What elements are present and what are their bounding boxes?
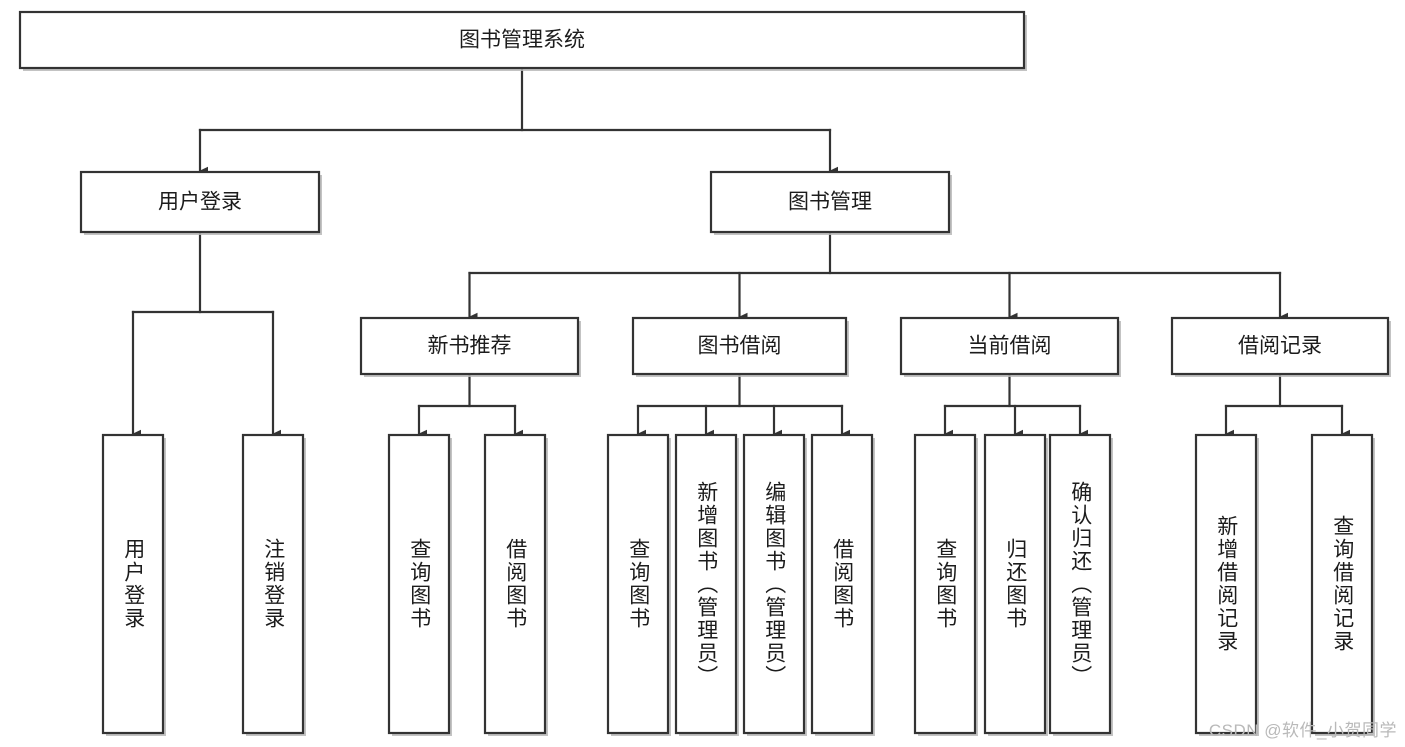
edges-layer: [131, 66, 1350, 439]
leaf-node-node-e69fa5e8afa2e5809fe99885e8ae[interactable]: [1310, 433, 1374, 735]
leaf-node-node-e5809fe99885e59bbee4b9a6[interactable]: [483, 433, 547, 735]
branch-node-node-e5809fe99885e8aeb0e5bd95[interactable]: [1170, 316, 1390, 376]
leaf-node-node-e7a1aee8aea4e5bd92e8bf98efbc[interactable]: [1048, 433, 1112, 735]
leaf-node-node-e6b3a8e99480e799bbe5bd95[interactable]: [241, 433, 305, 735]
node-label: 当前借阅: [968, 335, 1052, 358]
leaf-node-node-e69fa5e8afa2e59bbee4b9a6[interactable]: [387, 433, 451, 735]
leaf-node-node-e69fa5e8afa2e59bbee4b9a6[interactable]: [606, 433, 670, 735]
leaf-node-node-e794a8e688b7e799bbe5bd95[interactable]: [101, 433, 165, 735]
leaf-node-node-e69fa5e8afa2e59bbee4b9a6[interactable]: [913, 433, 977, 735]
root-node-node-e59bbee4b9a6e7aea1e79086e7b3[interactable]: [18, 10, 1026, 70]
branch-node-node-e794a8e688b7e799bbe5bd95[interactable]: [79, 170, 321, 234]
watermark-text: CSDN @软件_小贺同学: [1208, 721, 1397, 740]
leaf-node-node-e7bc96e8be91e59bbee4b9a6efbc[interactable]: [742, 433, 806, 735]
node-label: 图书管理系统: [459, 29, 585, 52]
node-label: 新书推荐: [428, 335, 512, 358]
leaf-node-node-e696b0e5a29ee5809fe99885e8ae[interactable]: [1194, 433, 1258, 735]
branch-node-node-e5bd93e5898de5809fe99885[interactable]: [899, 316, 1120, 376]
node-label: 图书借阅: [698, 335, 782, 358]
node-label: 用户登录: [158, 191, 242, 214]
node-label: 借阅记录: [1238, 335, 1322, 358]
branch-node-node-e696b0e4b9a6e68ea8e88d90[interactable]: [359, 316, 580, 376]
node-label: 图书管理: [788, 191, 872, 214]
leaf-node-node-e696b0e5a29ee59bbee4b9a6efbc[interactable]: [674, 433, 738, 735]
leaf-node-node-e5bd92e8bf98e59bbee4b9a6[interactable]: [983, 433, 1047, 735]
branch-node-node-e59bbee4b9a6e7aea1e79086[interactable]: [709, 170, 951, 234]
branch-node-node-e59bbee4b9a6e5809fe99885[interactable]: [631, 316, 848, 376]
leaf-node-node-e5809fe99885e59bbee4b9a6[interactable]: [810, 433, 874, 735]
